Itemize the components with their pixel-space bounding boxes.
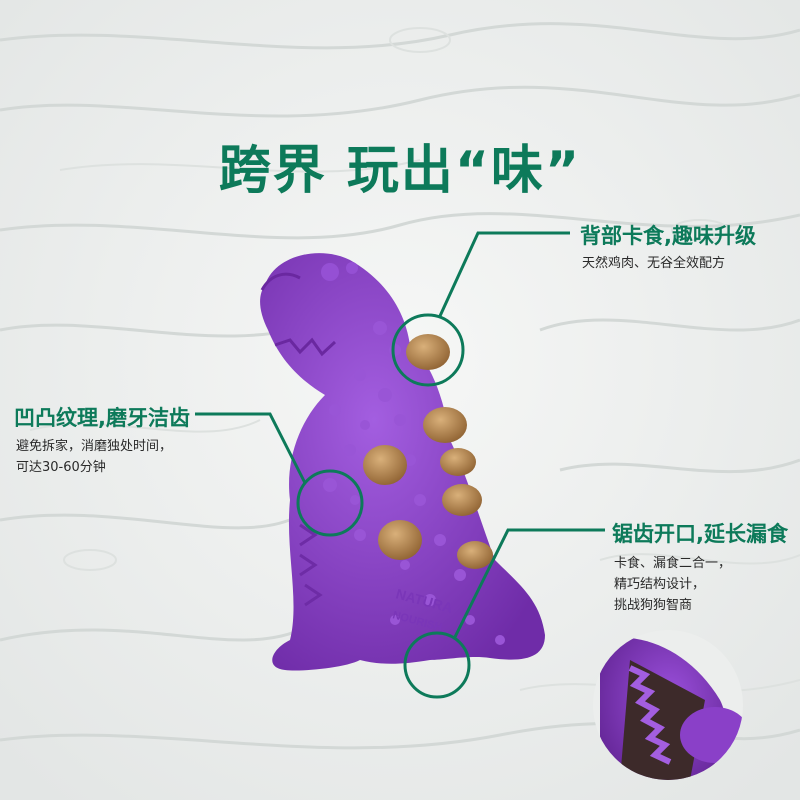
page-title: 跨界 玩出“味” [218,141,582,201]
callout-back-desc: 天然鸡肉、无谷全效配方 [582,253,725,274]
callout-texture-desc-line: 可达30-60分钟 [16,460,106,475]
callout-opening-title: 锯齿开口,延长漏食 [612,522,788,546]
callout-texture-desc-line: 避免拆家，消磨独处时间， [16,439,173,454]
callout-texture-desc: 避免拆家，消磨独处时间， 可达30-60分钟 [16,436,172,478]
callout-opening-desc-line: 卡食、漏食二合一， [614,556,732,571]
callout-back-title: 背部卡食,趣味升级 [580,224,756,248]
callout-opening-desc-line: 精巧结构设计， [614,577,706,592]
callout-texture-title: 凹凸纹理,磨牙洁齿 [14,406,190,430]
callout-back-desc-line: 天然鸡肉、无谷全效配方 [582,256,726,271]
callout-opening-desc-line: 挑战狗狗智商 [614,598,693,613]
callout-opening-desc: 卡食、漏食二合一， 精巧结构设计， 挑战狗狗智商 [614,553,731,616]
